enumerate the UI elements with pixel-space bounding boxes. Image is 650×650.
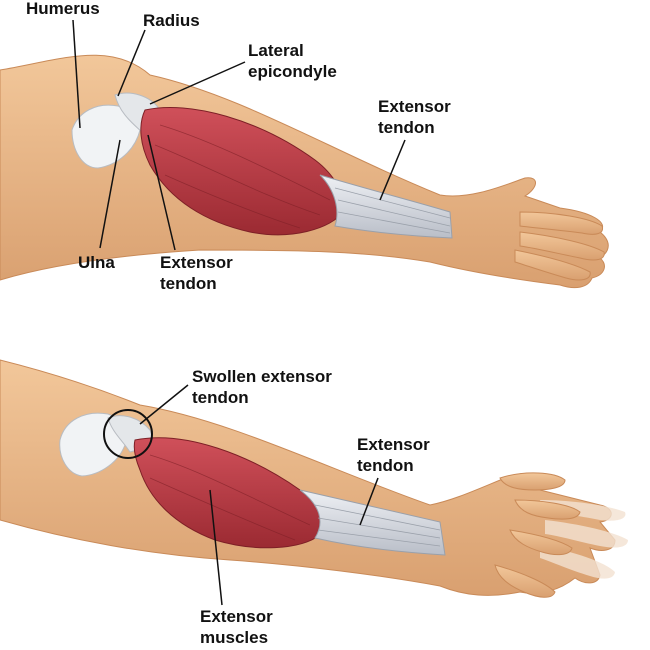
label-swollen-line2: tendon [192,388,249,407]
top-extensor-tendon [319,174,453,239]
swollen-tendon-marker [103,409,153,459]
bottom-forearm-skin [0,359,616,596]
label-radius-text: Radius [143,11,200,30]
label-swollen-line1: Swollen extensor [192,367,332,386]
label-top-extensor-tendon-right-line2: tendon [378,118,435,137]
bottom-extensor-muscle [133,437,323,549]
label-top-extensor-tendon-right: Extensor tendon [378,96,451,138]
label-radius: Radius [143,10,200,31]
top-extensor-muscle [140,107,346,236]
leader-lines [72,19,406,606]
label-lateral-epicondyle-line1: Lateral [248,41,304,60]
label-ulna-text: Ulna [78,253,115,272]
label-extensor-muscles-line1: Extensor [200,607,273,626]
label-lateral-epicondyle: Lateral epicondyle [248,40,337,82]
top-arm [0,54,609,289]
bottom-extensor-tendon [299,489,446,556]
label-humerus: Humerus [26,0,100,19]
label-top-extensor-tendon-bottom-line2: tendon [160,274,217,293]
label-top-extensor-tendon-bottom-line1: Extensor [160,253,233,272]
bottom-arm [0,359,628,598]
label-lateral-epicondyle-line2: epicondyle [248,62,337,81]
label-bottom-extensor-tendon-line1: Extensor [357,435,430,454]
label-bottom-extensor-tendon: Extensor tendon [357,434,430,476]
label-top-extensor-tendon-bottom: Extensor tendon [160,252,233,294]
label-extensor-muscles-line2: muscles [200,628,269,647]
label-swollen-extensor-tendon: Swollen extensor tendon [192,366,332,408]
label-bottom-extensor-tendon-line2: tendon [357,456,414,475]
label-humerus-text: Humerus [26,0,100,18]
label-top-extensor-tendon-right-line1: Extensor [378,97,451,116]
label-extensor-muscles: Extensor muscles [200,606,273,648]
label-ulna: Ulna [78,252,115,273]
